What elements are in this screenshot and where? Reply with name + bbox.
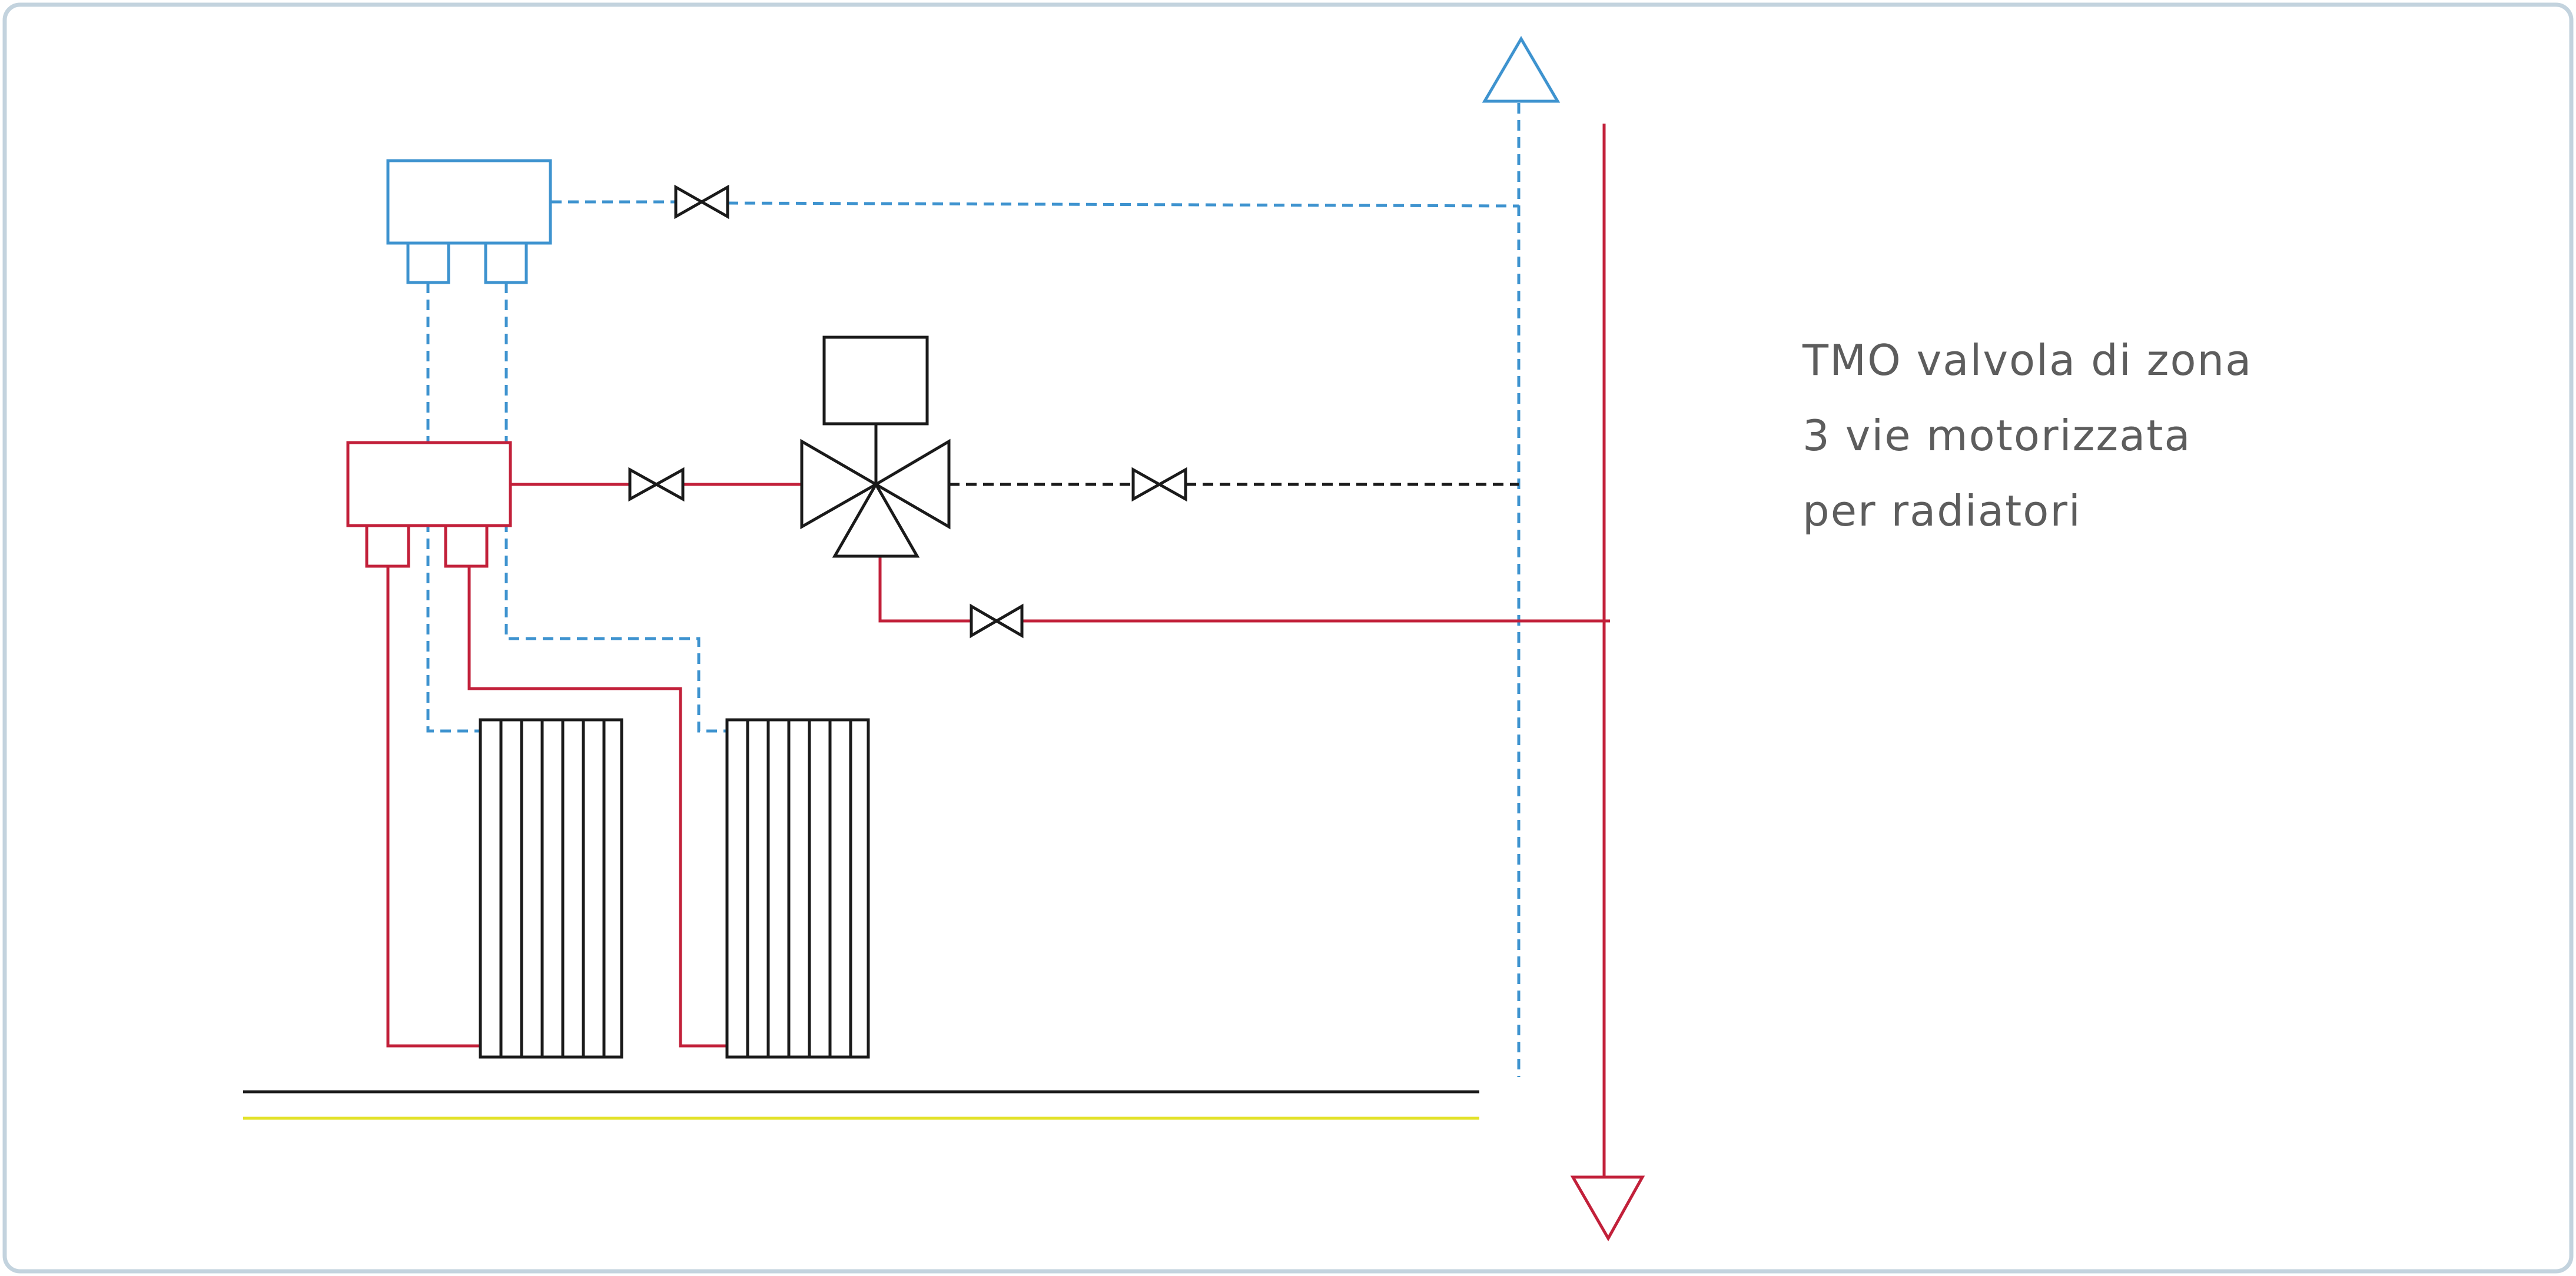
three-way-motorized-valve (800, 335, 951, 558)
cold-return-piping (426, 103, 1521, 1077)
caption-line-2: 3 vie motorizzata (1802, 411, 2192, 460)
supply-manifold (346, 441, 512, 568)
shutoff-valve-control (1131, 467, 1187, 502)
return-manifold (386, 159, 552, 284)
hot-supply-piping (386, 124, 1610, 1180)
radiator-2 (725, 718, 870, 1059)
shutoff-valve-hot-supply (628, 467, 685, 502)
return-riser-arrow-up (1482, 36, 1561, 103)
caption-line-3: per radiatori (1802, 486, 2082, 536)
valve-actuator (822, 335, 929, 426)
radiator-1 (479, 718, 623, 1059)
caption-line-1: TMO valvola di zona (1802, 335, 2253, 385)
supply-riser-arrow-down (1570, 1175, 1645, 1242)
shutoff-valve-cold-top (674, 184, 729, 220)
diagram-caption: TMO valvola di zona 3 vie motorizzata pe… (1802, 323, 2252, 549)
shutoff-valve-hot-return (970, 603, 1024, 639)
